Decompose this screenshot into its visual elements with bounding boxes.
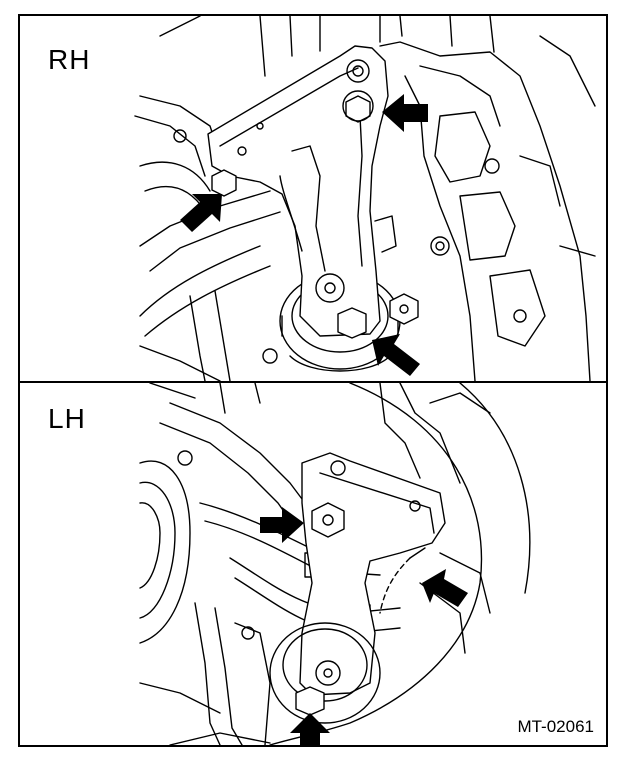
arrow-lh-right — [422, 569, 468, 607]
diagram-frame: RH — [18, 14, 608, 747]
arrow-lh-bottom — [290, 713, 330, 745]
figure-code: MT-02061 — [517, 717, 594, 736]
rh-panel: RH — [20, 16, 606, 381]
arrow-rh-left — [180, 194, 222, 232]
panel-divider — [20, 381, 606, 383]
lh-label: LH — [48, 403, 86, 434]
lh-panel: LH MT-02061 — [20, 383, 606, 745]
rh-engine-mount-drawing — [134, 16, 596, 381]
arrow-rh-top — [382, 94, 428, 132]
rh-label: RH — [48, 44, 91, 75]
lh-engine-mount-drawing — [139, 383, 531, 745]
arrow-lh-top — [260, 507, 304, 543]
arrow-rh-bottom — [372, 334, 420, 376]
